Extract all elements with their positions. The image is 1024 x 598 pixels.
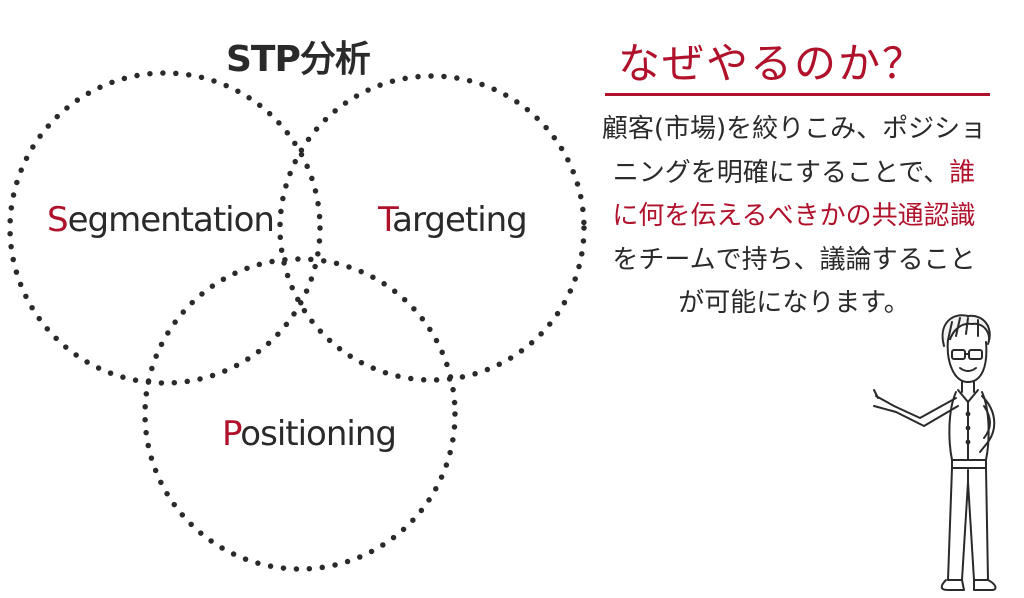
positioning-initial: P bbox=[222, 414, 241, 454]
positioning-rest: ositioning bbox=[240, 414, 397, 454]
stp-venn-diagram bbox=[7, 70, 587, 572]
line-text: ニングを明確にすることで、 bbox=[612, 157, 950, 188]
segmentation-circle bbox=[7, 70, 323, 386]
positioning-label: Positioning bbox=[222, 414, 397, 454]
explanation-line: に何を伝えるべきかの共通認識 bbox=[578, 195, 1010, 239]
targeting-initial: T bbox=[378, 200, 393, 240]
segmentation-label: Segmentation bbox=[47, 200, 275, 240]
explanation-line: 顧客(市場)を絞りこみ、ポジショ bbox=[578, 108, 1010, 152]
line-highlight: に何を伝えるべきかの共通認識 bbox=[612, 201, 976, 231]
explanation-line: をチームで持ち、議論すること bbox=[578, 239, 1010, 283]
diagram-title: STP分析 bbox=[226, 39, 371, 80]
explanation-text: 顧客(市場)を絞りこみ、ポジショ ニングを明確にすることで、誰 に何を伝えるべき… bbox=[578, 108, 1010, 326]
line-text: が可能になります。 bbox=[678, 288, 910, 318]
targeting-circle bbox=[277, 73, 587, 383]
presenter-figure-icon bbox=[873, 314, 997, 591]
segmentation-initial: S bbox=[47, 200, 69, 240]
segmentation-rest: egmentation bbox=[67, 200, 275, 240]
line-text: 顧客(市場)を絞りこみ、ポジショ bbox=[601, 114, 987, 144]
explanation-line: ニングを明確にすることで、誰 bbox=[578, 152, 1010, 196]
why-heading: なぜやるのか？ bbox=[618, 39, 927, 88]
targeting-label: Targeting bbox=[378, 200, 528, 240]
explanation-line: が可能になります。 bbox=[578, 282, 1010, 326]
positioning-circle bbox=[142, 256, 458, 572]
line-text: をチームで持ち、議論すること bbox=[612, 244, 976, 275]
line-highlight: 誰 bbox=[949, 157, 976, 188]
targeting-rest: argeting bbox=[392, 200, 528, 240]
heading-underline bbox=[605, 93, 990, 96]
